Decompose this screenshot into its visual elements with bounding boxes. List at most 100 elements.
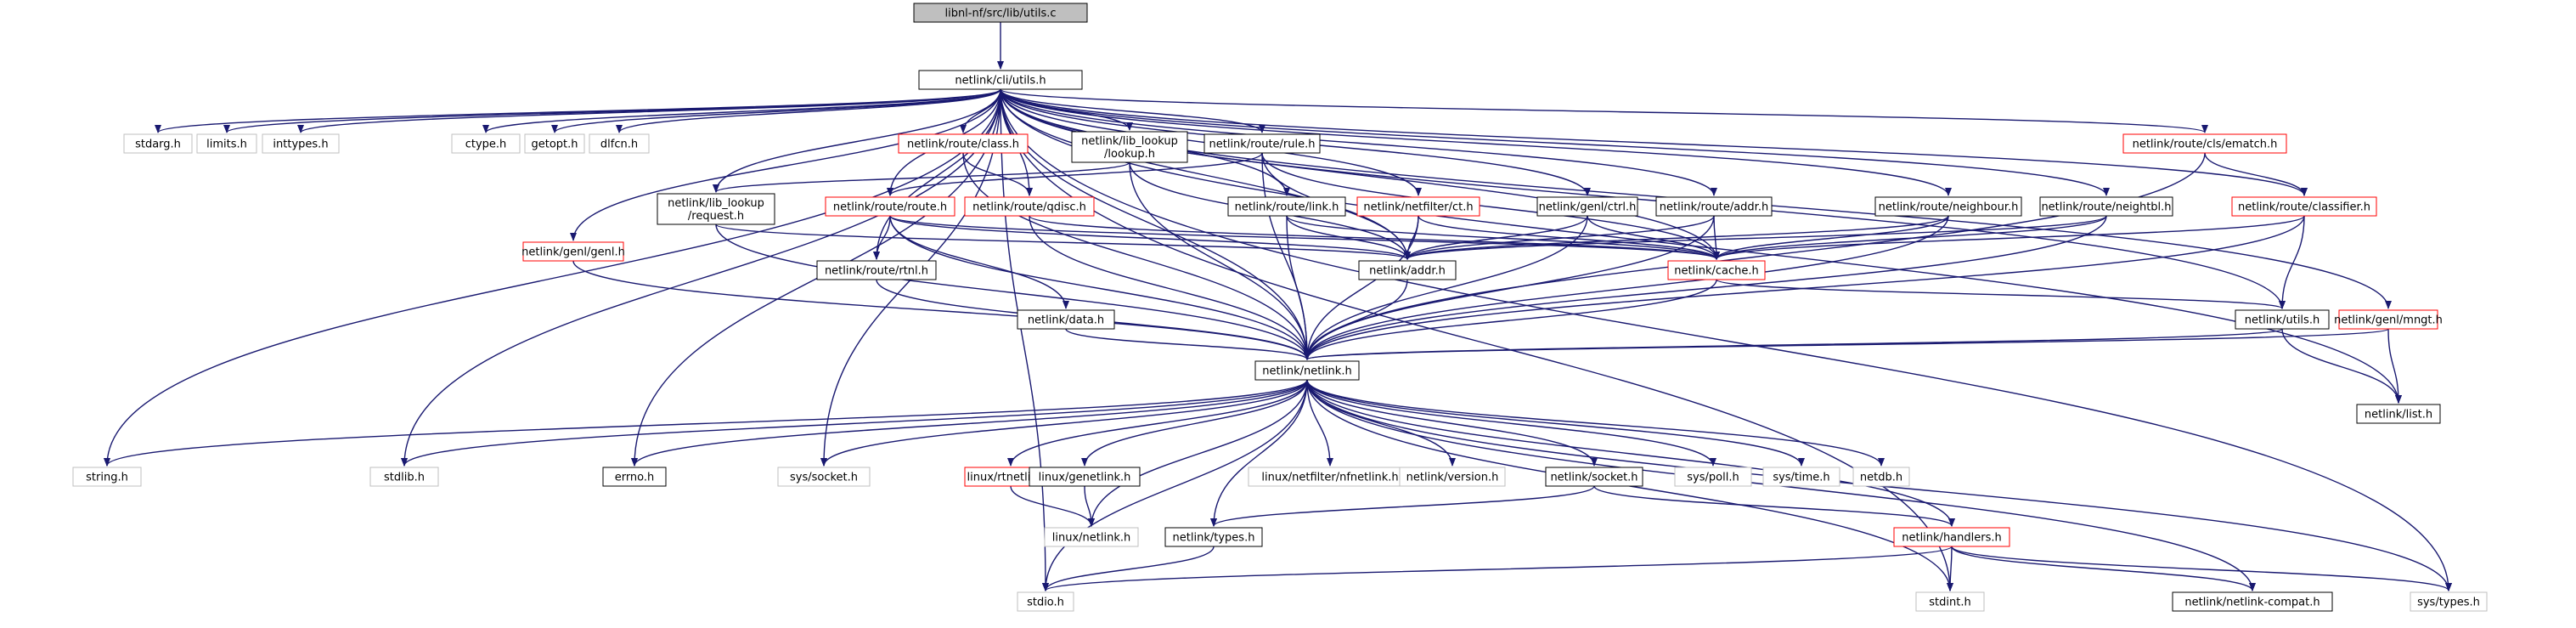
- node-box: [123, 133, 193, 154]
- edge-nl_utils-to-netlink: [1304, 328, 2283, 360]
- node-label: netlink/genl/mngt.h: [2334, 314, 2443, 327]
- node-label: libnl-nf/src/lib/utils.c: [944, 8, 1056, 20]
- edge-route_neightbl-to-cache: [1713, 215, 2107, 260]
- node-lookup-request[interactable]: netlink/lib_lookup/request.h: [657, 193, 775, 225]
- node-route-route[interactable]: netlink/route/route.h: [825, 196, 955, 217]
- node-list[interactable]: netlink/list.h: [2356, 404, 2441, 424]
- node-dlfcn: dlfcn.h: [589, 133, 650, 154]
- node-netfilter-ct[interactable]: netlink/netfilter/ct.h: [1356, 196, 1480, 217]
- node-cli-utils[interactable]: netlink/cli/utils.h: [918, 70, 1083, 90]
- node-handlers[interactable]: netlink/handlers.h: [1893, 527, 2010, 547]
- node-genl-genl[interactable]: netlink/genl/genl.h: [521, 241, 625, 262]
- edge-route_route-to-cache: [889, 215, 1720, 260]
- node-nl-utils[interactable]: netlink/utils.h: [2235, 309, 2330, 330]
- node-label: netlink/data.h: [1028, 314, 1104, 327]
- node-label: netlink/route/rtnl.h: [825, 265, 928, 278]
- node-nl-socket[interactable]: netlink/socket.h: [1545, 467, 1643, 487]
- node-label: netlink/list.h: [2365, 409, 2432, 421]
- node-box: [2039, 196, 2173, 217]
- node-cls-ematch[interactable]: netlink/route/cls/ematch.h: [2122, 133, 2287, 154]
- node-root[interactable]: libnl-nf/src/lib/utils.c: [913, 3, 1088, 23]
- edge-netlink-to-nl_socket: [1306, 379, 1598, 467]
- node-route-neighbour[interactable]: netlink/route/neighbour.h: [1874, 196, 2022, 217]
- edge-netlink-to-netdb: [1306, 379, 1885, 467]
- node-route-addr[interactable]: netlink/route/addr.h: [1655, 196, 1773, 217]
- edge-cli_utils-to-ctype: [482, 88, 1001, 133]
- node-box: [918, 70, 1083, 90]
- node-box: [589, 133, 650, 154]
- node-label: netlink/route/qdisc.h: [972, 201, 1086, 214]
- node-getopt: getopt.h: [524, 133, 585, 154]
- node-box: [1874, 196, 2022, 217]
- node-netlink[interactable]: netlink/netlink.h: [1254, 360, 1360, 381]
- edge-cls_ematch-to-netlink: [1304, 152, 2206, 360]
- node-box: [451, 133, 521, 154]
- node-label: stdlib.h: [384, 472, 425, 484]
- node-label: netlink/utils.h: [2245, 314, 2320, 327]
- edge-nl_types-to-stdio: [1042, 546, 1215, 591]
- node-route-neightbl[interactable]: netlink/route/neightbl.h: [2039, 196, 2173, 217]
- edge-route_link-to-netlink: [1286, 215, 1311, 360]
- edge-netlink-to-stdlib: [401, 379, 1308, 467]
- edge-cache-to-netlink: [1304, 279, 1717, 360]
- node-box: [1674, 467, 1752, 487]
- node-errno[interactable]: errno.h: [602, 467, 667, 487]
- edge-cli_utils-to-stdio: [1000, 88, 1049, 591]
- node-route-link[interactable]: netlink/route/link.h: [1227, 196, 1346, 217]
- node-linux-netlink: linux/netlink.h: [1044, 527, 1139, 547]
- node-addr[interactable]: netlink/addr.h: [1358, 260, 1457, 280]
- node-route-classifier[interactable]: netlink/route/classifier.h: [2231, 196, 2377, 217]
- node-label: netlink/route/cls/ematch.h: [2133, 139, 2278, 151]
- node-route-rtnl[interactable]: netlink/route/rtnl.h: [816, 260, 937, 280]
- node-label: netdb.h: [1860, 472, 1902, 484]
- node-label: netlink/route/class.h: [907, 139, 1019, 151]
- edge-route_class-to-netlink: [962, 152, 1311, 360]
- node-box: [1915, 591, 1985, 612]
- node-label: netlink/socket.h: [1550, 472, 1637, 484]
- edge-addr-to-netlink: [1304, 279, 1408, 360]
- node-label: netlink/types.h: [1173, 532, 1255, 545]
- node-label: netlink/genl/genl.h: [521, 246, 625, 259]
- node-label: getopt.h: [531, 139, 578, 151]
- node-stdint: stdint.h: [1915, 591, 1985, 612]
- edge-cli_utils-to-route_addr: [1000, 88, 1717, 196]
- node-label: ctype.h: [465, 139, 507, 151]
- node-cache[interactable]: netlink/cache.h: [1667, 260, 1766, 280]
- node-box: [816, 260, 937, 280]
- edge-cli_utils-to-cache: [1000, 88, 1720, 260]
- node-box: [1762, 467, 1840, 487]
- edge-genl_ctrl-to-cache: [1587, 215, 1720, 260]
- node-label: netlink/netlink-compat.h: [2184, 597, 2320, 609]
- node-stdarg: stdarg.h: [123, 133, 193, 154]
- node-label: limits.h: [206, 139, 247, 151]
- node-label: netlink/route/rule.h: [1209, 139, 1316, 151]
- edge-route_route-to-netlink: [889, 215, 1311, 360]
- node-genl-mngt[interactable]: netlink/genl/mngt.h: [2334, 309, 2443, 330]
- node-lib-lookup[interactable]: netlink/lib_lookup/lookup.h: [1071, 131, 1188, 163]
- node-box: [1545, 467, 1643, 487]
- node-data[interactable]: netlink/data.h: [1017, 309, 1115, 330]
- node-box: [1536, 196, 1638, 217]
- node-box: [1254, 360, 1360, 381]
- node-label: sys/time.h: [1773, 472, 1829, 484]
- node-box: [2122, 133, 2287, 154]
- node-label: netlink/route/classifier.h: [2238, 201, 2370, 214]
- edge-netfilter_ct-to-netlink: [1304, 215, 1419, 360]
- node-label: string.h: [86, 472, 128, 484]
- node-compat[interactable]: netlink/netlink-compat.h: [2172, 591, 2333, 612]
- node-route-rule[interactable]: netlink/route/rule.h: [1203, 133, 1321, 154]
- node-label: stdio.h: [1027, 597, 1064, 609]
- edge-cli_utils-to-stdarg: [155, 88, 1001, 133]
- edge-route_neighbour-to-netlink: [1304, 215, 1949, 360]
- node-route-class[interactable]: netlink/route/class.h: [898, 133, 1029, 154]
- node-box: [1164, 527, 1263, 547]
- node-linux-genetlink[interactable]: linux/genetlink.h: [1029, 467, 1141, 487]
- node-box: [1044, 527, 1139, 547]
- edge-netlink-to-errno: [631, 379, 1308, 467]
- edge-genl_mngt-to-list: [2387, 328, 2402, 404]
- edge-data-to-netlink: [1065, 328, 1311, 360]
- node-nl-types[interactable]: netlink/types.h: [1164, 527, 1263, 547]
- node-genl-ctrl[interactable]: netlink/genl/ctrl.h: [1536, 196, 1638, 217]
- node-route-qdisc[interactable]: netlink/route/qdisc.h: [964, 196, 1095, 217]
- node-label: sys/socket.h: [790, 472, 858, 484]
